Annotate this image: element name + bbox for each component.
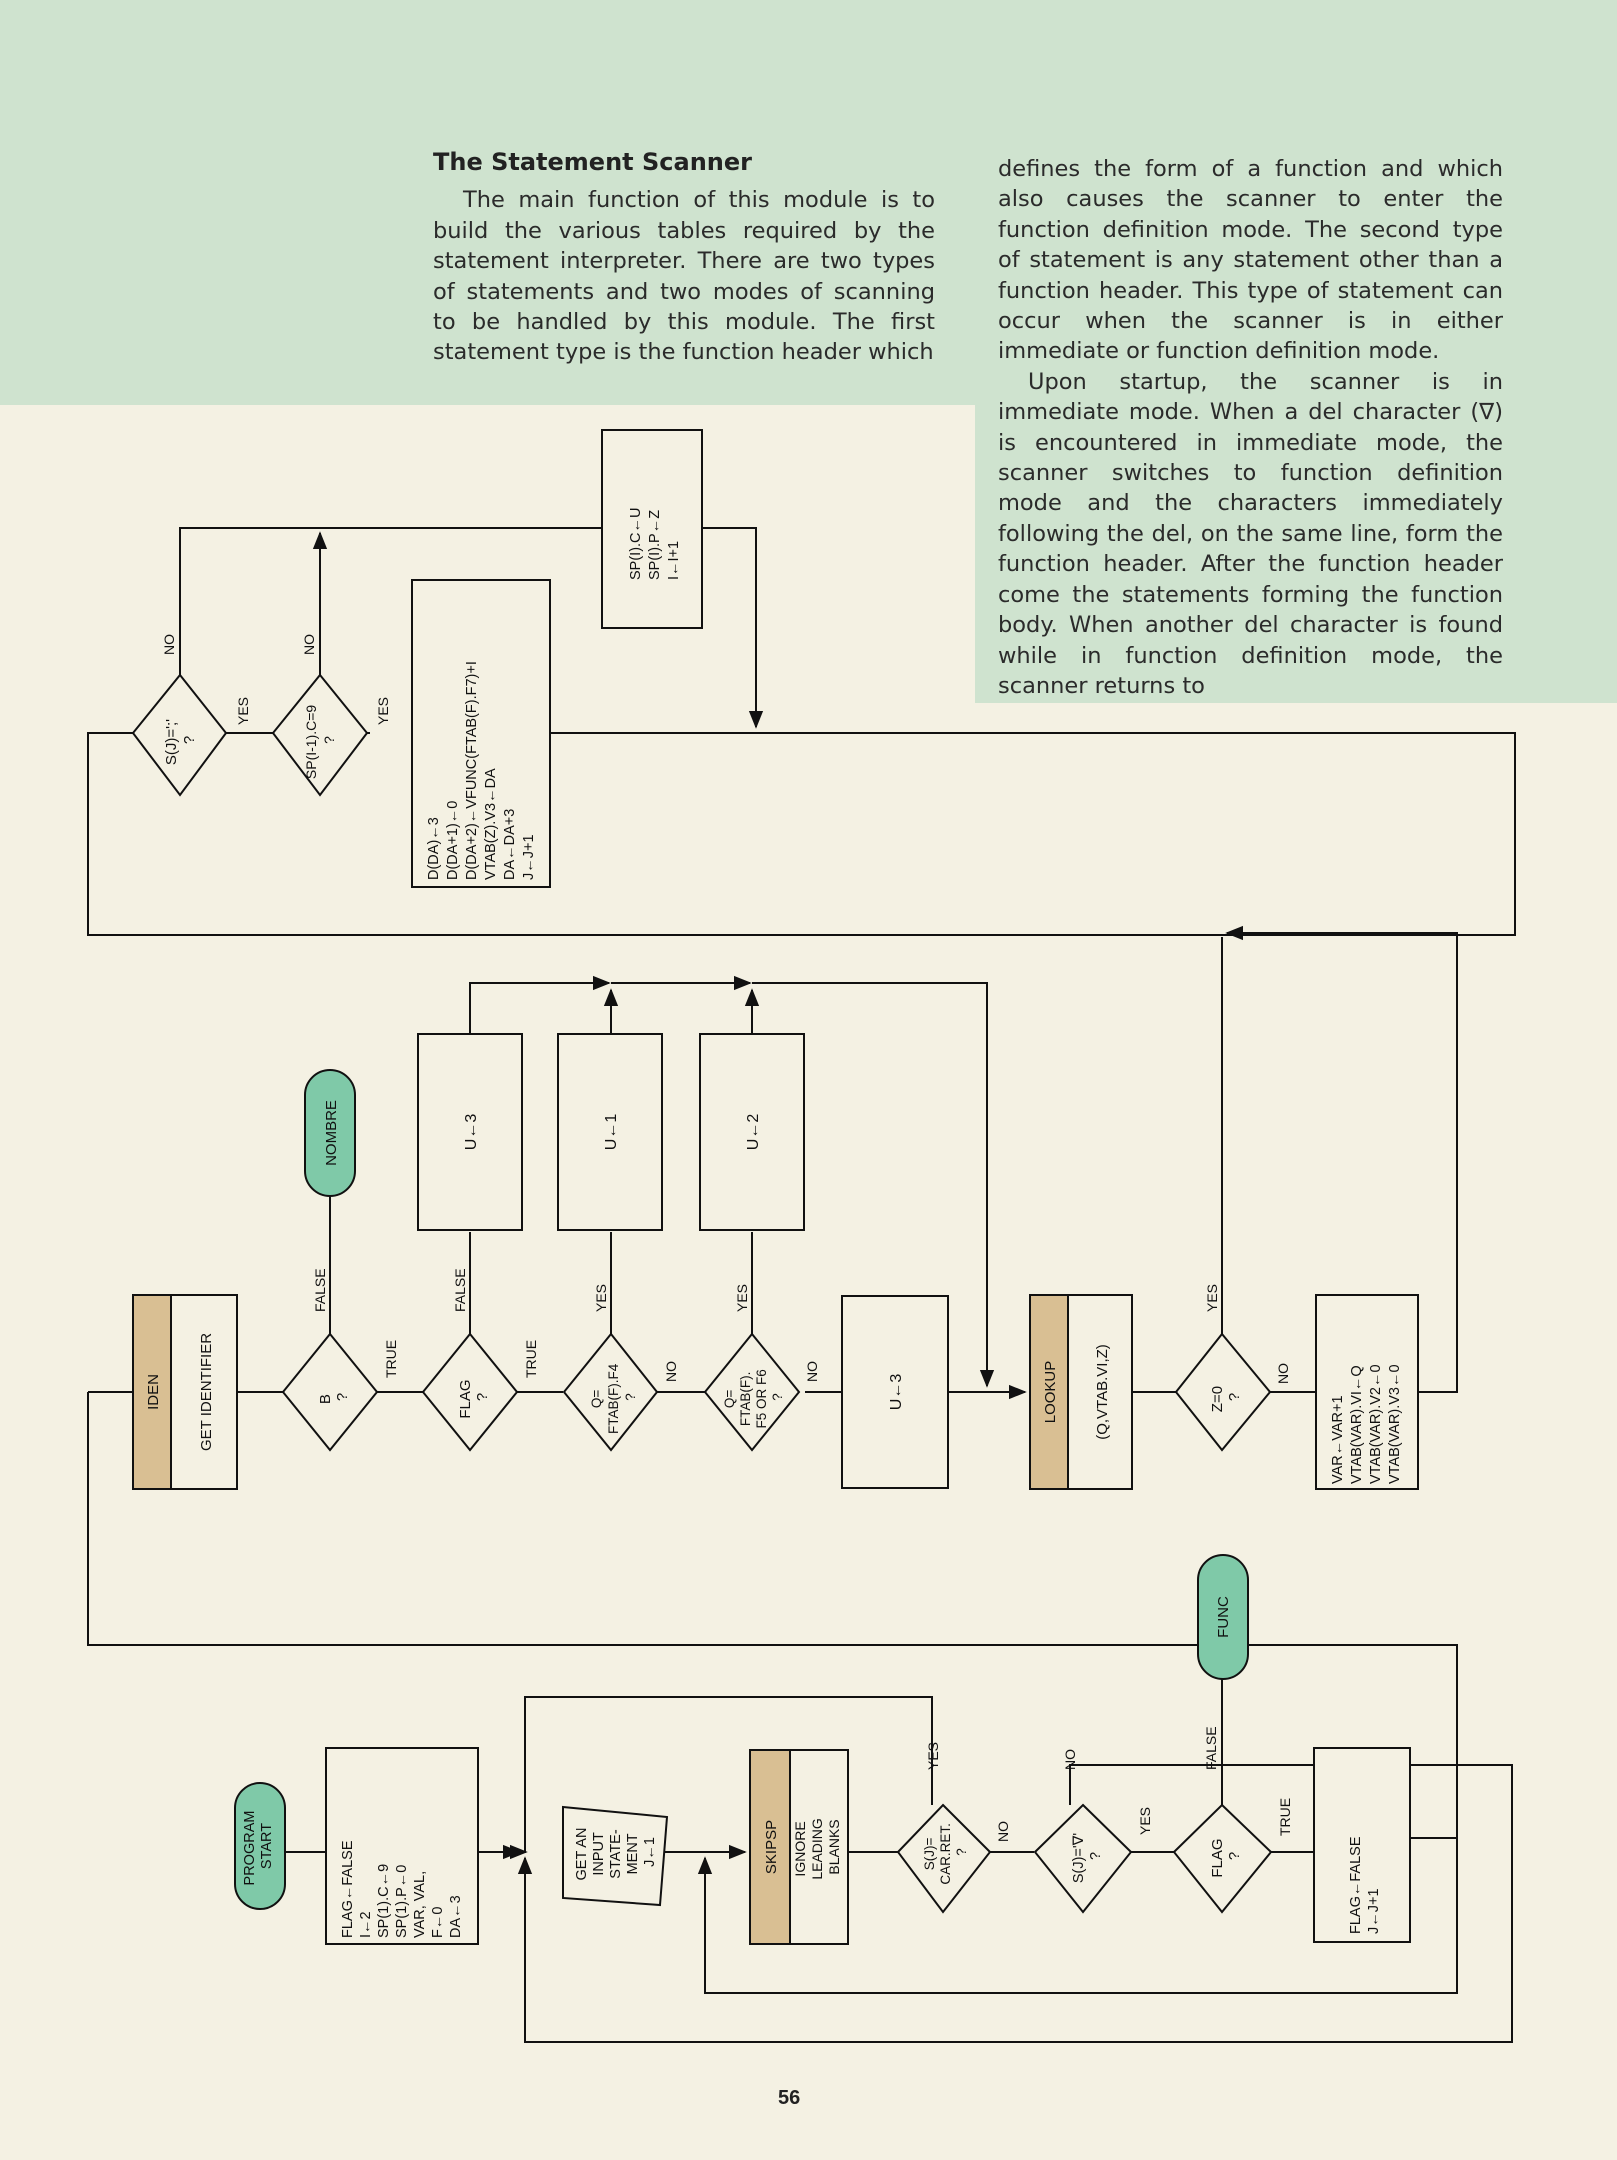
svg-text:U←3: U←3 (888, 1374, 905, 1411)
svg-text:PROGRAM START: PROGRAM START (242, 1807, 275, 1886)
decision-z0: Z=0 ? YES NO (1174, 1284, 1291, 1452)
branch-label-yes: YES (1137, 1807, 1153, 1835)
decision-semicolon: S(J)=';' ? NO YES (131, 634, 251, 797)
branch-label-true: TRUE (383, 1340, 399, 1378)
svg-text:Q= FTAB(F). F5 OR: Q= FTAB(F). F5 OR F6 ? (722, 1365, 785, 1428)
branch-label-false: FALSE (452, 1268, 468, 1312)
module-tag: SKIPSP (763, 1820, 780, 1874)
branch-label-no: NO (804, 1361, 820, 1382)
section-heading: The Statement Scanner (433, 148, 752, 176)
process-box-flag-false: FLAG←FALSE J←J+1 (1313, 1747, 1411, 1943)
decision-ftab-f4: Q= FTAB(F).F4 ? YES NO (562, 1284, 679, 1452)
svg-text:U←2: U←2 (745, 1114, 762, 1151)
svg-text:D(DA)←3 D(DA+1)←0: D(DA)←3 D(DA+1)←0 D(DA+2)←VFUNC(FTAB(F).… (426, 657, 537, 880)
branch-label-false: FALSE (1203, 1726, 1219, 1770)
paragraph: Upon startup, the scanner is in immediat… (998, 368, 1503, 699)
decision-sp-c9: SP(I-1).C=9 ? NO YES (271, 634, 391, 797)
module-iden: IDEN GET IDENTIFIER (132, 1294, 238, 1490)
decision-carret: S(J)= CAR.RET. ? YES NO (896, 1742, 1011, 1914)
module-lookup: LOOKUP (Q,VTAB.VI,Z) (1029, 1294, 1133, 1490)
terminal-program-start: PROGRAM START (234, 1782, 286, 1910)
branch-label-true: TRUE (523, 1340, 539, 1378)
module-skipsp: SKIPSP IGNORE LEADING BLANKS (749, 1749, 849, 1945)
svg-text:FLAG ?: FLAG ? (1209, 1834, 1243, 1877)
svg-text:GET AN INPUT STATE: GET AN INPUT STATE- MENT J←1 (574, 1824, 658, 1881)
paragraph: The main function of this module is to b… (433, 187, 935, 366)
svg-text:FLAG←FALSE I←2 SP(: FLAG←FALSE I←2 SP(1).C←9 SP(1).P←0 VAR, … (340, 1836, 464, 1938)
svg-text:Q= FTAB(F).F4 ?: Q= FTAB(F).F4 ? (589, 1360, 638, 1434)
decision-text: S(J)=';' ? (163, 715, 198, 765)
branch-label-false: FALSE (312, 1268, 328, 1312)
process-box-init: FLAG←FALSE I←2 SP(1).C←9 SP(1).P←0 VAR, … (325, 1747, 479, 1945)
process-box-sp-assign: SP(I).C←U SP(I).P←Z I←I+1 (601, 429, 703, 629)
svg-text:NOMBRE: NOMBRE (323, 1100, 340, 1166)
branch-label-no: NO (1275, 1363, 1291, 1384)
svg-text:U←3: U←3 (463, 1114, 480, 1151)
branch-label-yes: YES (235, 697, 251, 725)
decision-text: SP(I-1).C=9 ? (303, 701, 337, 779)
branch-label-yes: YES (1204, 1284, 1220, 1312)
svg-text:SP(I).C←U SP(I).P←Z: SP(I).C←U SP(I).P←Z I←I+1 (628, 503, 682, 580)
process-box-u1: U←1 (557, 1033, 663, 1231)
svg-text:S(J)='∇' ?: S(J)='∇' ? (1071, 1829, 1104, 1883)
module-label: GET IDENTIFIER (198, 1333, 215, 1451)
decision-flag-row2: FLAG ? FALSE TRUE (421, 1268, 539, 1452)
branch-label-no: NO (995, 1821, 1011, 1842)
decision-flag-row3: FLAG ? FALSE TRUE (1172, 1726, 1293, 1914)
process-box-del-header: D(DA)←3 D(DA+1)←0 D(DA+2)←VFUNC(FTAB(F).… (411, 579, 551, 888)
svg-text:S(J)= CAR.RET. ?: S(J)= CAR.RET. ? (922, 1819, 969, 1884)
process-box-u3-mid: U←3 (841, 1295, 949, 1489)
svg-text:FLAG ?: FLAG ? (457, 1375, 491, 1418)
branch-label-true: TRUE (1277, 1798, 1293, 1836)
terminal-func: FUNC (1197, 1554, 1249, 1680)
process-box-u3-top: U←3 (417, 1033, 523, 1231)
decision-del: S(J)='∇' ? NO YES (1033, 1749, 1153, 1914)
terminal-nombre: NOMBRE (304, 1069, 356, 1197)
article-column-left: The Statement Scanner The main function … (433, 147, 935, 368)
decision-ftab-f5f6: Q= FTAB(F). F5 OR F6 ? YES NO (703, 1284, 820, 1452)
branch-label-yes: YES (734, 1284, 750, 1312)
branch-label-no: NO (161, 634, 177, 655)
decision-b: B ? FALSE TRUE (281, 1268, 399, 1452)
module-tag: LOOKUP (1042, 1361, 1059, 1424)
module-tag: IDEN (145, 1374, 162, 1410)
branch-label-yes: YES (375, 697, 391, 725)
connector-lines (87, 527, 1516, 2043)
process-box-u2: U←2 (699, 1033, 805, 1231)
article-column-right: defines the form of a function and which… (998, 154, 1503, 701)
paragraph: defines the form of a function and which… (998, 156, 1503, 365)
svg-text:FUNC: FUNC (1215, 1596, 1232, 1638)
svg-text:U←1: U←1 (603, 1114, 620, 1151)
svg-text:B ?: B ? (317, 1390, 351, 1404)
branch-label-no: NO (1062, 1749, 1078, 1770)
column-color-band (975, 405, 1617, 703)
process-box-var: VAR←VAR+1 VTAB(VAR).VI←Q VTAB(VAR).V2←0 … (1315, 1294, 1419, 1490)
module-label: (Q,VTAB.VI,Z) (1094, 1344, 1111, 1440)
svg-text:FLAG←FALSE J←J+1: FLAG←FALSE J←J+1 (1348, 1832, 1382, 1934)
page-number: 56 (778, 2087, 801, 2109)
svg-text:Z=0 ?: Z=0 ? (1209, 1382, 1243, 1412)
input-statement: GET AN INPUT STATE- MENT J←1 (562, 1805, 669, 1907)
branch-label-yes: YES (925, 1742, 941, 1770)
branch-label-yes: YES (593, 1284, 609, 1312)
module-label: IGNORE LEADING BLANKS (792, 1814, 842, 1879)
branch-label-no: NO (301, 634, 317, 655)
branch-label-no: NO (663, 1361, 679, 1382)
header-color-band (0, 0, 1617, 405)
svg-text:VAR←VAR+1 VTAB(VAR).VI←Q: VAR←VAR+1 VTAB(VAR).VI←Q VTAB(VAR).V2←0 … (1330, 1360, 1403, 1484)
